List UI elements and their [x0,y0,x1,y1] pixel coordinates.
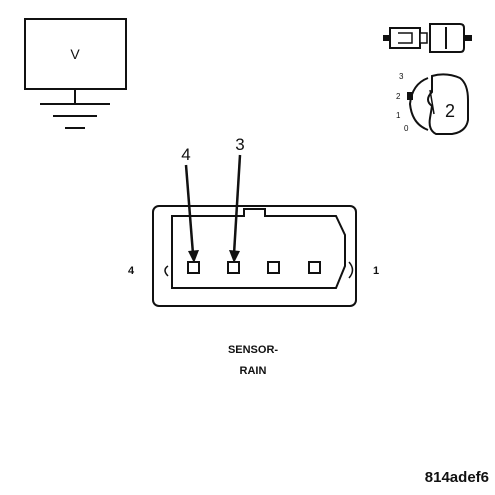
key-position-0: 0 [404,124,409,133]
key-number: 2 [445,101,455,121]
pin-1 [308,261,321,274]
pin-3 [227,261,240,274]
key-position-1: 1 [396,111,401,120]
component-name-line2: RAIN [240,365,267,377]
probe-arrow-pin3 [229,154,242,263]
disconnected-connector-icon [383,23,472,53]
probe-label-4: 4 [181,145,190,164]
key-head [427,73,469,135]
probe-arrow-pin4 [184,164,199,263]
connector-outer-shell [152,205,357,307]
ground-symbol [40,103,110,129]
key-position-2: 2 [396,92,401,101]
key-position-3: 3 [399,72,404,81]
component-name-line1: SENSOR- [228,344,278,356]
pin-4 [187,261,200,274]
connector-inner-body [171,208,346,289]
pin-2 [267,261,280,274]
figure-code: 814adef6 [425,469,489,486]
key-position-marker [407,92,413,100]
connector-face [152,205,357,307]
voltmeter: V [24,18,127,129]
ignition-switch-icon: 3 2 1 0 2 [396,72,469,135]
key-cylinder [408,77,429,131]
voltmeter-label: V [70,46,80,62]
connector-end-label-left: 4 [128,265,135,277]
probe-label-3: 3 [235,135,244,154]
connector-end-label-right: 1 [373,265,379,277]
